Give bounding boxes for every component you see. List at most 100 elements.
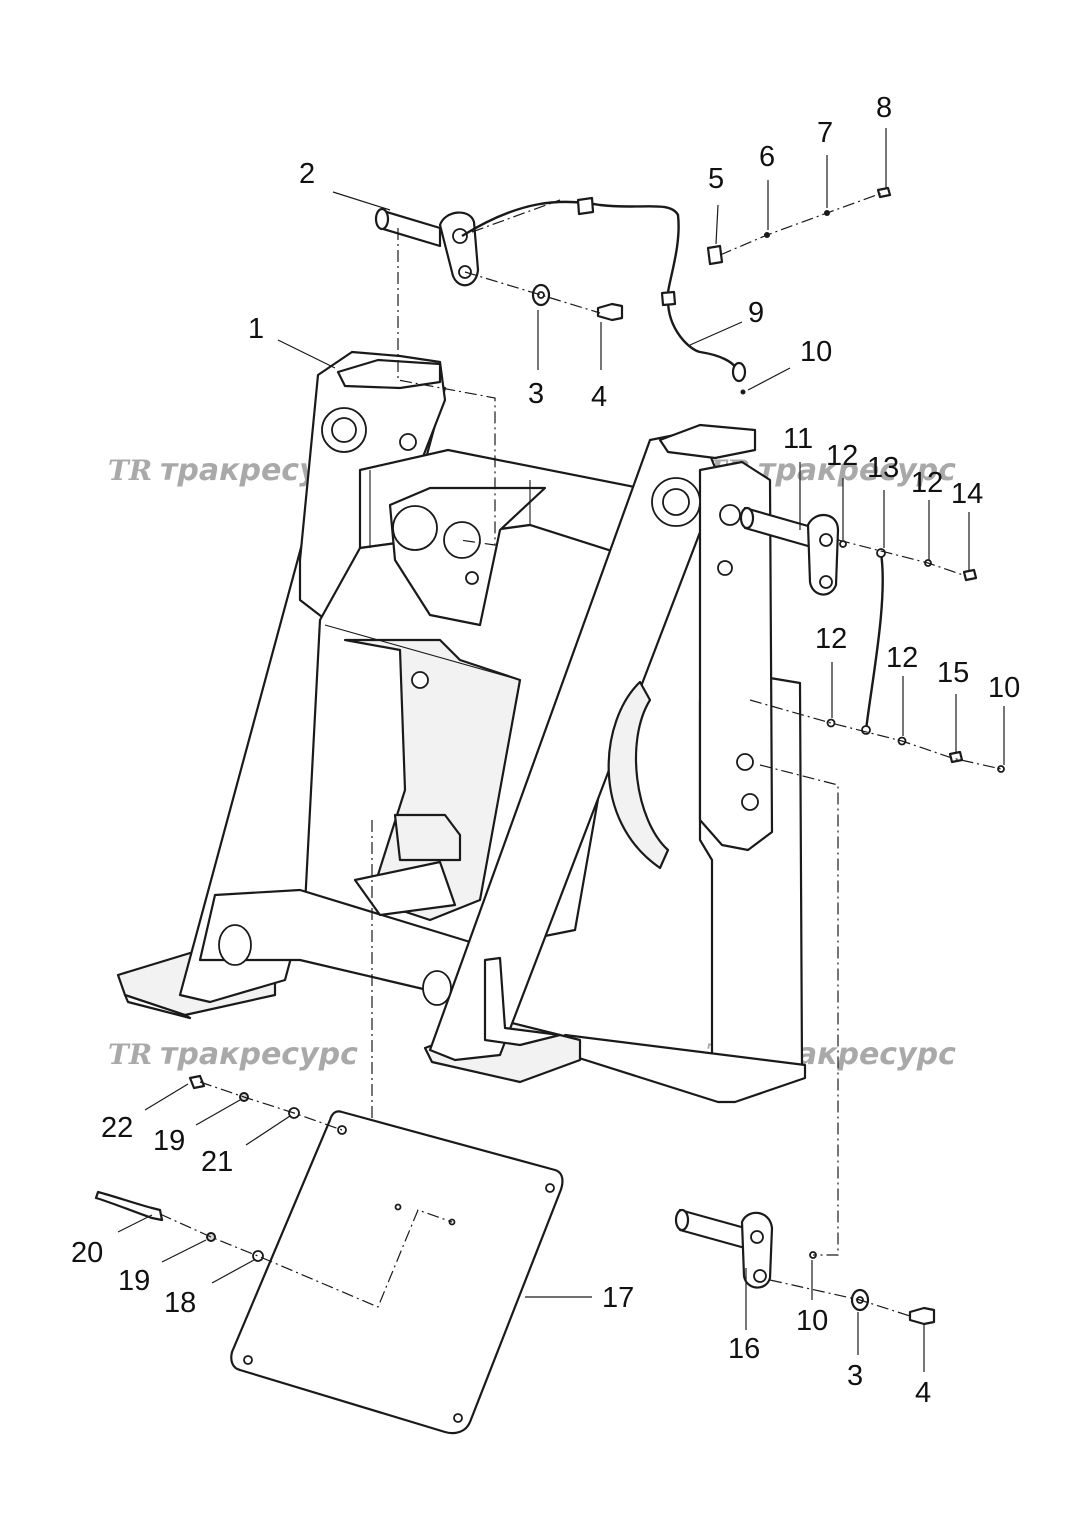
centreline-right-pin [837, 539, 967, 577]
bonding-strap-part-13 [864, 552, 884, 731]
bracket-bore-left [392, 505, 438, 551]
plate-hole-3 [736, 753, 754, 771]
right-pin-part-11 [739, 506, 840, 596]
callout-14: 14 [951, 478, 983, 510]
upper-pin-shaft [378, 208, 442, 248]
upper-pin-end [374, 207, 390, 231]
callout-11: 11 [783, 423, 813, 455]
bracket-boss [465, 571, 479, 585]
lower-pin-end [674, 1208, 690, 1232]
callout-15: 15 [937, 657, 969, 689]
strap-eye-top [876, 548, 886, 558]
leader-5 [715, 204, 719, 245]
screw-part-14 [962, 568, 978, 582]
screw-part-15 [948, 750, 964, 764]
sensor-cable [461, 200, 740, 373]
callout-9: 9 [748, 297, 764, 329]
nut-part-10-top [740, 389, 746, 395]
centreline-strap [749, 699, 1002, 770]
callout-10-bottom: 10 [796, 1305, 828, 1337]
callout-12-a: 12 [826, 440, 858, 472]
callout-2: 2 [299, 158, 315, 190]
lower-pin-plate-hole-2 [753, 1269, 767, 1283]
callout-4-bottom: 4 [915, 1377, 931, 1409]
lower-pin-shaft [678, 1208, 747, 1250]
strap-eye-bottom [861, 725, 871, 735]
right-pin-plate-hole-2 [819, 575, 833, 589]
callout-12-d: 12 [886, 642, 918, 674]
crescent-cutout [607, 680, 670, 870]
bolt-part-4-top [596, 302, 624, 322]
watermark-logo: TR [108, 1038, 152, 1071]
centreline-cable [471, 199, 561, 233]
watermark-text: тракресурс [758, 453, 956, 488]
callout-18: 18 [164, 1287, 196, 1319]
cover-hole-5 [394, 1203, 402, 1211]
top-right-cap [658, 423, 757, 460]
leader-19-a [195, 1099, 241, 1126]
nut-part-10-right [997, 765, 1005, 773]
callout-16: 16 [728, 1333, 760, 1365]
crossbeam-hole-left [218, 924, 252, 966]
lower-pin-plate [740, 1211, 774, 1289]
callout-3-bottom: 3 [847, 1360, 863, 1392]
leader-10-top [747, 367, 791, 391]
cover-plate-part-17 [230, 1110, 564, 1435]
callout-10-right: 10 [988, 672, 1020, 704]
left-base-pad [123, 993, 192, 1020]
centreline-lower-pin [759, 764, 839, 1256]
left-pivot-inner [331, 417, 357, 443]
cable-clip [576, 196, 595, 216]
callout-labels: 1 2 3 4 5 6 7 8 9 10 11 12 13 12 14 12 1… [71, 92, 1020, 1409]
front-frame-assembly [116, 350, 807, 1104]
centreline-cover-screw [199, 1081, 343, 1131]
leader-22 [144, 1083, 189, 1111]
callout-20: 20 [71, 1237, 103, 1269]
upper-pin [374, 207, 480, 287]
watermark-text: тракресурс [160, 1037, 358, 1072]
callout-21: 21 [201, 1146, 233, 1178]
callout-3-top: 3 [528, 378, 544, 410]
callout-10-top: 10 [800, 336, 832, 368]
screw-part-22 [188, 1074, 206, 1090]
centre-gusset [483, 956, 562, 1047]
body-hole [411, 671, 429, 689]
callout-4-top: 4 [591, 381, 607, 413]
inner-lug [393, 813, 462, 862]
right-pin-end [739, 506, 755, 530]
bolt-part-4-bottom [908, 1306, 936, 1326]
cover-hole-4 [243, 1355, 253, 1365]
lower-pin-plate-hole-1 [750, 1230, 764, 1244]
cable-clip-2 [660, 290, 677, 307]
top-left-cap [336, 358, 442, 390]
cover-hole-2 [545, 1183, 555, 1193]
leader-19-b [161, 1239, 207, 1263]
lanyard-pin-part-20 [94, 1190, 164, 1222]
centreline-lanyard [159, 1209, 453, 1308]
washer-part-12-c [826, 718, 836, 728]
plate-hole-1 [719, 504, 741, 526]
plate-hole-2 [717, 560, 733, 576]
nut-part-18 [252, 1250, 264, 1262]
body-edge-line [324, 624, 521, 681]
bracket-bore-right [443, 521, 481, 559]
callout-19-b: 19 [118, 1265, 150, 1297]
leader-21 [245, 1115, 291, 1146]
right-mounting-plate [698, 460, 774, 852]
leader-1 [277, 339, 336, 369]
centre-lines [159, 192, 1002, 1317]
upper-pin-plate-hole-1 [452, 228, 468, 244]
clamp-part-5 [706, 244, 724, 266]
lower-pin-part-16 [674, 1208, 774, 1289]
callout-7: 7 [817, 117, 833, 149]
centreline-lower-bolt [769, 1279, 911, 1317]
leader-9 [689, 321, 743, 346]
callout-5: 5 [708, 163, 724, 195]
leader-20 [117, 1214, 153, 1233]
centreline-clamp [719, 192, 883, 256]
callout-22: 22 [101, 1112, 133, 1144]
callout-12-b: 12 [911, 467, 943, 499]
centreline-upper-bolt [464, 271, 601, 314]
callout-19-a: 19 [153, 1125, 185, 1157]
